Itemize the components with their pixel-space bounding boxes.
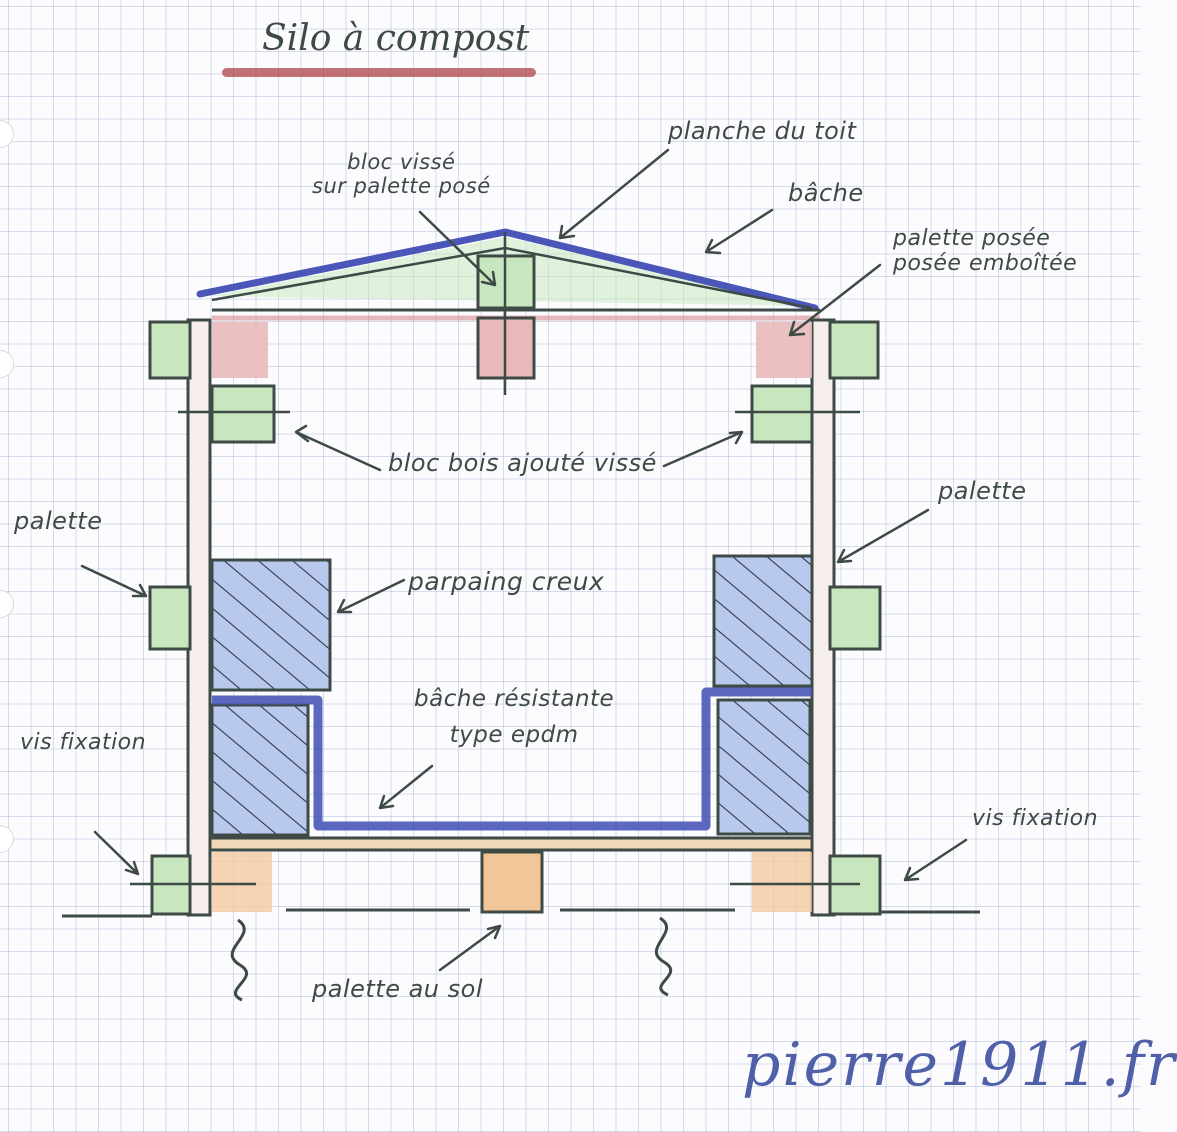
- arrow-screw-left: [93, 830, 140, 876]
- left-wall: [148, 318, 332, 917]
- arrow-pallet-left: [80, 564, 148, 598]
- ground-break-mark: [654, 916, 673, 997]
- epdm-tarp-liner: [212, 687, 812, 831]
- label-fitted-pallet: palette posée posée emboîtée: [893, 226, 1077, 277]
- label-epdm-tarp-line1: bâche résistante: [414, 686, 615, 712]
- label-added-wood-block: bloc bois ajouté vissé: [388, 449, 657, 477]
- left-added-wood-block: [210, 384, 276, 444]
- left-upper-cinder-block: [210, 558, 332, 692]
- arrow-wood-block-right: [662, 430, 744, 468]
- label-tarp: bâche: [788, 179, 864, 207]
- right-upper-cinder-block: [712, 554, 814, 688]
- left-outer-mid-block: [148, 585, 192, 651]
- arrow-fitted-pallet: [788, 263, 882, 337]
- right-wall: [712, 318, 882, 917]
- leader-arrows: [80, 148, 968, 972]
- title-underline: [222, 68, 536, 77]
- label-roof-plank: planche du toit: [668, 117, 857, 145]
- silo-cross-section-drawing: [62, 148, 980, 1002]
- label-screwed-block-line1: bloc vissé: [347, 150, 456, 174]
- label-screwed-block-line2: sur palette posé: [312, 174, 491, 199]
- label-cinder-block: parpaing creux: [408, 567, 605, 596]
- label-epdm-tarp: bâche résistante type epdm: [414, 686, 614, 749]
- floor-block-center: [480, 850, 544, 914]
- arrow-roof-plank: [558, 148, 670, 240]
- arrow-screw-right: [903, 838, 968, 882]
- ground-break-mark: [230, 918, 249, 1002]
- label-fitted-pallet-line1: palette posée: [893, 226, 1051, 251]
- label-pallet-right: palette: [938, 477, 1027, 505]
- right-outer-mid-block: [828, 585, 882, 651]
- arrow-epdm: [378, 764, 434, 810]
- signature-text: pierre1911.fr: [742, 1030, 1177, 1100]
- label-screw-right: vis fixation: [972, 806, 1099, 831]
- label-epdm-tarp-line2: type epdm: [449, 722, 579, 749]
- base: [62, 836, 980, 1002]
- author-signature: pierre1911.fr: [742, 1030, 1177, 1100]
- right-inner-top-block: [756, 322, 812, 378]
- arrow-tarp: [704, 208, 774, 255]
- arrow-cinder-block: [336, 578, 406, 614]
- floor-pallet-plank: [208, 836, 814, 852]
- left-outer-top-block: [148, 320, 192, 380]
- right-lower-cinder-block: [716, 698, 812, 836]
- diagram-title: Silo à compost: [262, 18, 530, 59]
- label-screwed-block: bloc vissé sur palette posé: [312, 150, 491, 198]
- label-screw-left: vis fixation: [20, 730, 147, 755]
- arrow-ground-pallet: [438, 924, 502, 972]
- left-inner-top-block: [212, 322, 268, 378]
- label-fitted-pallet-line2: posée emboîtée: [893, 251, 1078, 277]
- floor-block-left: [212, 852, 272, 912]
- right-added-wood-block: [750, 384, 814, 444]
- arrow-wood-block-left: [294, 424, 382, 472]
- left-lower-cinder-block: [210, 703, 310, 837]
- roof: [196, 228, 820, 395]
- label-ground-pallet: palette au sol: [312, 975, 483, 1003]
- right-outer-top-block: [828, 320, 880, 380]
- arrow-screwed-block: [418, 210, 497, 287]
- floor-block-right: [752, 852, 812, 912]
- label-pallet-left: palette: [14, 507, 103, 535]
- arrow-pallet-right: [836, 508, 930, 564]
